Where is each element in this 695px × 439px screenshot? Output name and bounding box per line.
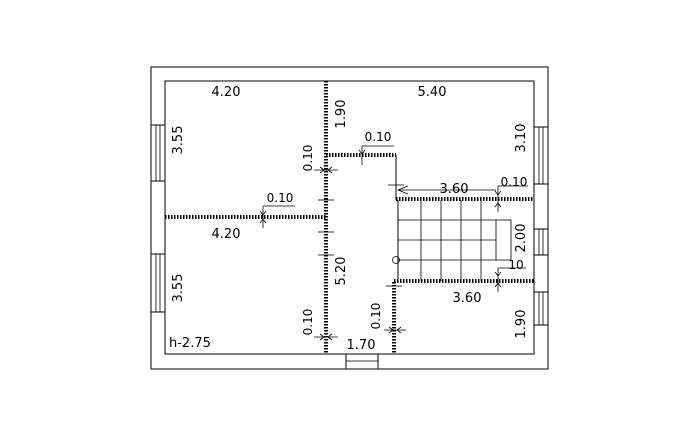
thickness-marker-2 — [358, 145, 394, 165]
dim-stair-top-width: 3.60 — [440, 182, 469, 197]
thickness-marker-3 — [259, 205, 295, 228]
dim-room-ne-width: 5.40 — [418, 85, 447, 100]
thk-corridor-right-lower: 0.10 — [369, 303, 383, 330]
dim-left-lower-height: 3.55 — [171, 274, 186, 303]
thk-partition-left: 0.10 — [267, 191, 294, 205]
dim-stair-bottom-width: 3.60 — [453, 291, 482, 306]
thk-corridor-top: 0.10 — [365, 130, 392, 144]
thickness-marker-1 — [314, 166, 338, 174]
staircase — [392, 185, 512, 281]
corridor-ticks — [318, 184, 404, 287]
thickness-marker-7 — [494, 267, 526, 292]
dim-corridor-length: 5.20 — [334, 257, 349, 286]
dim-right-upper-height: 3.10 — [514, 124, 529, 153]
dim-room-sw-width: 4.20 — [212, 227, 241, 242]
thickness-marker-5 — [384, 326, 406, 334]
thk-stair-top: 0.10 — [501, 175, 528, 189]
dim-corridor-width: 1.70 — [347, 338, 376, 353]
window-right-mid — [533, 228, 549, 256]
thickness-marker-4 — [314, 333, 338, 341]
entrance-door — [345, 353, 379, 370]
level-mark: h-2.75 — [169, 336, 211, 351]
window-left-lower — [150, 253, 166, 313]
dim-right-lower-height: 1.90 — [514, 310, 529, 339]
window-right-upper — [533, 126, 549, 185]
thk-corridor-left-lower: 0.10 — [301, 309, 315, 336]
window-left-upper — [150, 124, 166, 182]
dim-left-upper-height: 3.55 — [171, 126, 186, 155]
thk-stair-bottom: 10 — [508, 258, 523, 272]
dim-room-nw-width: 4.20 — [212, 85, 241, 100]
thickness-marker-6 — [494, 185, 528, 212]
thk-corridor-left-upper: 0.10 — [301, 145, 315, 172]
dim-right-mid-height: 2.00 — [514, 224, 529, 253]
window-right-lower — [533, 291, 549, 326]
dim-corridor-top-height: 1.90 — [334, 100, 349, 129]
